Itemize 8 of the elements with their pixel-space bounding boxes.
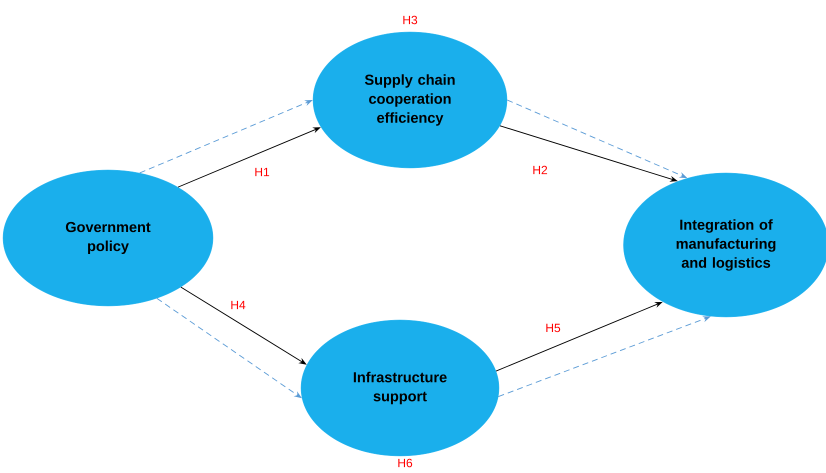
ellipse-node: Infrastructure support [300,320,500,456]
edge-label: H1 [255,168,270,176]
ellipse-node: Government policy [2,170,214,306]
ellipse-node: Integration of manufacturing and logistics [623,172,826,318]
ellipse-node: Supply chain cooperation efficiency [312,32,508,168]
edge-label: H5 [546,324,560,332]
edge-label: H2 [533,166,548,174]
edge-label: H4 [231,300,246,310]
